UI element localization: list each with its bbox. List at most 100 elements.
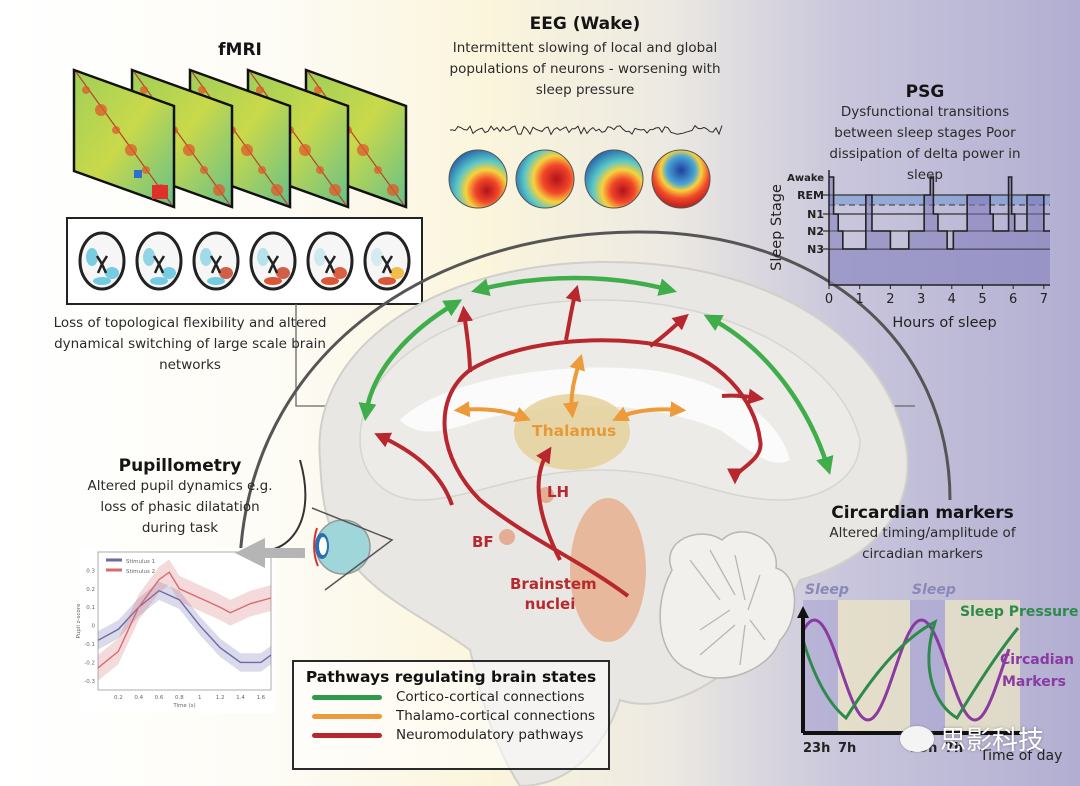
fmri-matrix-cluster: [183, 144, 195, 156]
brain-slice-activation: [207, 277, 225, 285]
eeg-topomap-2: [515, 149, 575, 209]
fmri-matrix-cluster: [271, 184, 283, 196]
pupil-y-tick-label: 0.3: [86, 568, 95, 574]
lh-nucleus: [538, 487, 554, 503]
pupil-x-tick-label: 1.6: [256, 695, 265, 701]
brain-slice-ventricles: [209, 255, 223, 274]
brain-slice-activation: [93, 277, 111, 285]
fmri-matrix-cluster: [256, 86, 264, 94]
fmri-matrix: [72, 68, 176, 209]
brainstem-label: Brainstem nuclei: [510, 575, 597, 613]
fmri-matrix-cluster: [258, 166, 266, 174]
fmri-matrix-cluster: [387, 184, 399, 196]
circ-sleep-label: Sleep: [805, 582, 849, 598]
pupil-x-tick-label: 0.6: [155, 695, 164, 701]
circadian-description: Altered timing/amplitude of circadian ma…: [829, 525, 1016, 562]
psg-step-fill: [829, 177, 834, 249]
brain-slice-activation: [219, 267, 233, 279]
psg-step-fill: [1011, 214, 1015, 249]
eeg-topomap-4: [651, 149, 711, 209]
fmri-matrix-cluster: [112, 126, 120, 134]
pupil-x-tick-label: 0.8: [175, 695, 184, 701]
fmri-matrix-diagonal: [75, 71, 173, 206]
circ-x-axis-label: Time of day: [979, 748, 1062, 764]
psg-stage-label: Awake: [787, 173, 824, 184]
psg-x-tick-label: 1: [856, 292, 864, 307]
pupil-x-tick-label: 1.4: [236, 695, 245, 701]
brain-slice-activation: [105, 267, 119, 279]
brain-slice: [249, 231, 297, 291]
pupil-legend-label: Stimulus 2: [126, 569, 155, 575]
brain-slice: [192, 231, 240, 291]
eeg-description: Intermittent slowing of local and global…: [449, 40, 721, 98]
psg-section: PSG Dysfunctional transitions between sl…: [810, 82, 1040, 186]
brain-slice-activation: [200, 248, 212, 266]
fmri-connectivity-matrices: [72, 68, 408, 209]
fmri-matrix-cluster: [314, 86, 322, 94]
brain-slice: [306, 231, 354, 291]
brain-slice-ventricles: [380, 255, 394, 274]
eeg-topomap-3: [584, 149, 644, 209]
eeg-section: EEG (Wake) Intermittent slowing of local…: [440, 14, 730, 101]
brain-outline-arc: [238, 230, 952, 561]
psg-y-axis-label: Sleep Stage: [769, 184, 785, 271]
fmri-title: fMRI: [218, 40, 262, 60]
brain-slice-activation: [321, 277, 339, 285]
circadian-title: Circardian markers: [831, 503, 1014, 523]
bf-nucleus: [499, 529, 515, 545]
psg-hypnogram-line: [829, 176, 1050, 250]
brain-slice-activation: [333, 267, 347, 279]
brainstem-region: [570, 498, 646, 642]
watermark: 思影科技: [900, 720, 1044, 757]
watermark-text: 思影科技: [940, 726, 1045, 756]
pupil-series-line: [97, 589, 272, 664]
brain-slice-activation: [143, 248, 155, 266]
fmri-matrix-diagonal: [307, 71, 405, 206]
pupil-series-line: [97, 571, 272, 669]
circ-circadian-line: [801, 618, 1011, 722]
brain-slice: [135, 231, 183, 291]
psg-x-tick-label: 5: [978, 292, 986, 307]
circ-sleep-pressure-line: [801, 619, 1020, 721]
legend-title: Pathways regulating brain states: [305, 668, 597, 686]
fmri-matrix-diagonal: [249, 71, 347, 206]
psg-stage-label: REM: [797, 189, 824, 202]
fmri-matrix-cluster: [299, 144, 311, 156]
psg-stage-label: N3: [807, 243, 824, 256]
cortico-arrow-front: [358, 299, 463, 422]
pupil-y-tick-label: 0.1: [86, 605, 95, 611]
psg-step-fill: [871, 231, 891, 249]
legend-swatch-orange: [312, 713, 382, 719]
circ-sleep-band: [803, 600, 838, 733]
pupil-y-tick-label: -0.2: [84, 660, 95, 666]
eeg-topomaps: [448, 149, 711, 209]
brain-slice-ventricles: [152, 255, 166, 274]
legend-swatch-red: [312, 732, 382, 738]
psg-step-fill: [967, 195, 991, 249]
circ-sleep-pressure-label: Sleep Pressure: [960, 604, 1078, 620]
circ-wake-band: [945, 600, 1020, 733]
psg-x-axis-label: Hours of sleep: [892, 315, 996, 331]
brain-slice-activation: [371, 248, 383, 266]
pupillometry-description: Altered pupil dynamics e.g. loss of phas…: [87, 478, 273, 536]
fmri-matrix-cluster: [152, 185, 168, 199]
pathway-legend: Pathways regulating brain states Cortico…: [292, 660, 610, 770]
psg-step-fill: [838, 231, 843, 249]
fmri-matrix-cluster: [316, 166, 324, 174]
psg-x-tick-label: 3: [917, 292, 925, 307]
brain-slice-activation: [257, 248, 269, 266]
circ-circadian-label: Circadian: [1000, 652, 1074, 668]
fmri-matrix-cluster: [213, 184, 225, 196]
psg-x-tick-label: 0: [825, 292, 833, 307]
psg-step-fill: [1026, 195, 1044, 249]
legend-label: Thalamo-cortical connections: [396, 708, 596, 724]
brain-slice: [78, 231, 126, 291]
pupil-y-axis-label: Pupil z-score: [76, 603, 82, 638]
fmri-matrix-cluster: [95, 104, 107, 116]
legend-item-neuromod: Neuromodulatory pathways: [312, 727, 608, 743]
psg-step-fill: [1043, 231, 1050, 249]
psg-base-fill: [829, 249, 1050, 285]
legend-label: Neuromodulatory pathways: [396, 727, 584, 743]
psg-step-fill: [937, 231, 948, 249]
